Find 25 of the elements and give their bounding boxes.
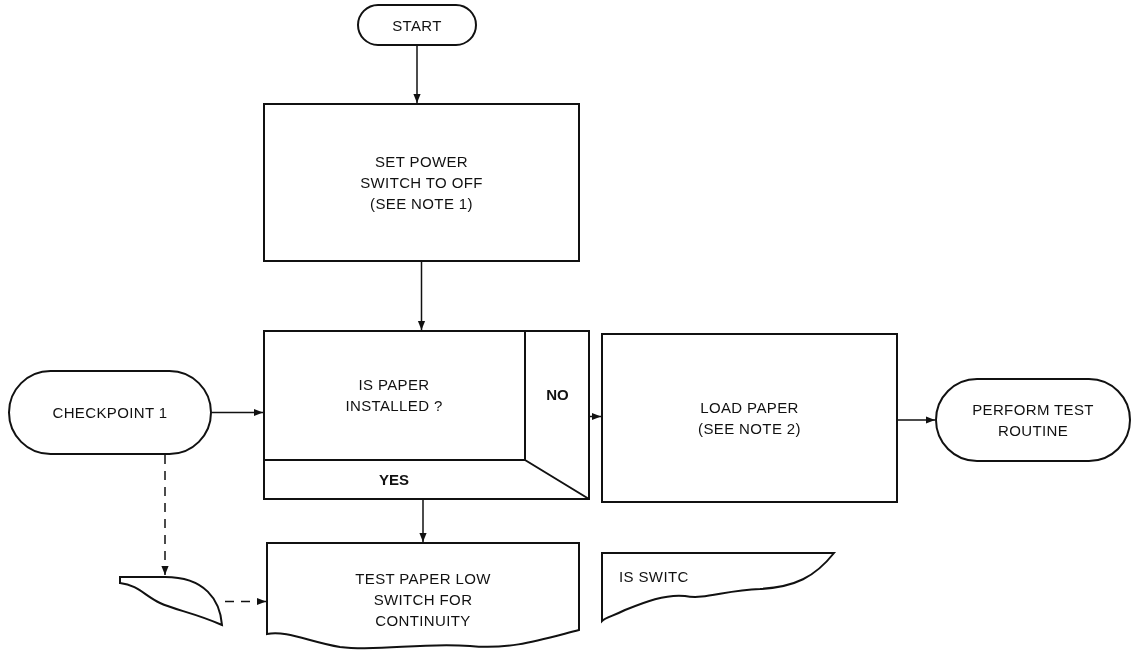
arrow: [897, 416, 936, 424]
torn-process-box: [266, 542, 580, 652]
process-box: [263, 103, 580, 262]
node-label: CHECKPOINT 1: [52, 403, 168, 423]
arrow: [161, 454, 169, 576]
terminal-shape: [357, 4, 477, 46]
arrow: [224, 597, 267, 606]
arrow: [413, 45, 421, 104]
branch-label: NO: [546, 384, 569, 405]
branch-label: YES: [379, 469, 409, 490]
arrow: [417, 261, 426, 331]
node-label: TEST PAPER LOW SWITCH FOR CONTINUITY: [354, 569, 492, 631]
arrow: [589, 412, 602, 421]
node-label: SET POWER SWITCH TO OFF (SEE NOTE 1): [359, 152, 484, 214]
arrow: [211, 408, 264, 417]
node-label: IS SWITC: [619, 567, 689, 587]
process-box: [601, 333, 898, 503]
torn-process-box: [601, 552, 835, 622]
arrow: [419, 499, 427, 543]
node-label: LOAD PAPER (SEE NOTE 2): [697, 398, 802, 439]
decision-box: [263, 330, 590, 500]
node-label: IS PAPER INSTALLED ?: [344, 375, 444, 416]
torn-shape: [118, 575, 225, 628]
node-label: START: [392, 15, 442, 36]
node-label: PERFORM TEST ROUTINE: [971, 400, 1095, 441]
